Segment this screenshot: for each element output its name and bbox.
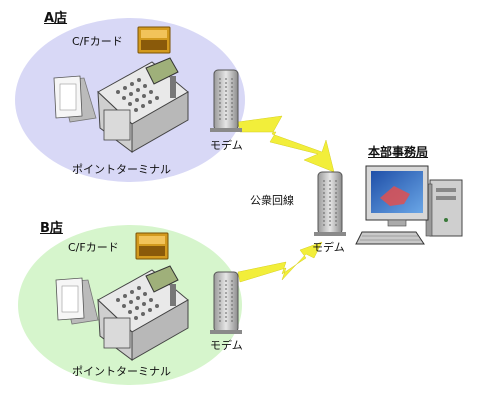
- lightning-link-icon: [237, 115, 335, 173]
- store-b-card-label: C/Fカード: [68, 241, 119, 254]
- store-b-modem-label: モデム: [210, 339, 243, 352]
- lightning-link-icon: [237, 241, 323, 283]
- store-a-title: A店: [44, 11, 68, 26]
- desktop-computer-icon: [355, 165, 463, 245]
- compactflash-card-icon: [137, 26, 171, 54]
- public-line-label: 公衆回線: [250, 194, 294, 207]
- modem-icon: [210, 69, 242, 132]
- store-a-card-label: C/Fカード: [72, 35, 123, 48]
- center-modem-label: モデム: [312, 241, 345, 254]
- store-a-modem-label: モデム: [210, 139, 243, 152]
- compactflash-card-icon: [135, 232, 169, 260]
- hq-title: 本部事務局: [368, 145, 429, 159]
- store-b-title: B店: [40, 221, 63, 236]
- modem-icon: [314, 171, 346, 236]
- store-b-terminal-label: ポイントターミナル: [72, 365, 171, 378]
- receipt-paper-icon: [53, 75, 97, 123]
- point-terminal-icon: [97, 57, 189, 153]
- receipt-paper-icon: [55, 277, 99, 325]
- modem-icon: [210, 271, 242, 334]
- point-terminal-icon: [97, 265, 189, 361]
- store-a-terminal-label: ポイントターミナル: [72, 163, 171, 176]
